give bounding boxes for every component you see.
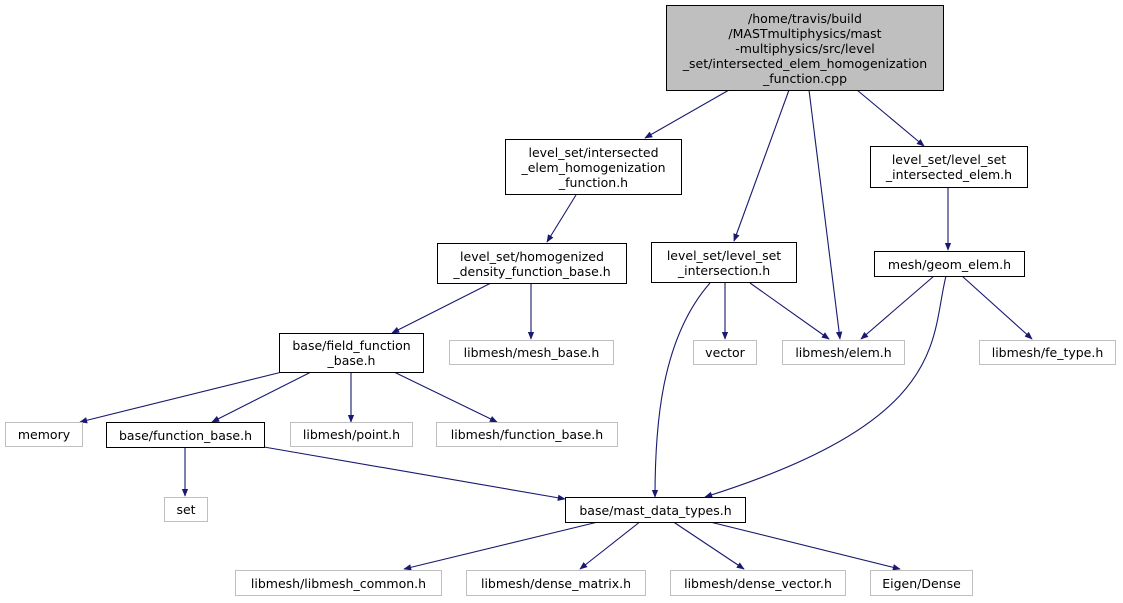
node-root-file[interactable]: /home/travis/build/MASTmultiphysics/mast…	[666, 5, 944, 91]
edge-root-elem	[808, 89, 843, 340]
node-base-function-base-h[interactable]: base/function_base.h	[106, 422, 265, 448]
node-libmesh-point-h[interactable]: libmesh/point.h	[290, 422, 413, 447]
edge-geom-elem	[860, 275, 935, 340]
edge-mdt-dvec	[671, 520, 745, 570]
edge-ffb-fb	[211, 371, 312, 423]
node-set[interactable]: set	[164, 497, 208, 522]
node-libmesh-dense-matrix-h[interactable]: libmesh/dense_matrix.h	[466, 570, 646, 596]
node-libmesh-function-base-h[interactable]: libmesh/function_base.h	[436, 422, 618, 447]
edge-hdfb-ffb	[391, 282, 492, 334]
edge-lsi-mdt	[651, 282, 711, 498]
node-eigen-dense[interactable]: Eigen/Dense	[870, 570, 973, 596]
node-level-set-intersection-h[interactable]: level_set/level_set_intersection.h	[651, 242, 797, 283]
edge-mdt-eigen	[705, 520, 901, 571]
node-base-mast-data-types-h[interactable]: base/mast_data_types.h	[565, 497, 746, 523]
edge-ieh-hdfb	[546, 194, 577, 243]
node-libmesh-libmesh-common-h[interactable]: libmesh/libmesh_common.h	[235, 570, 442, 596]
edge-mdt-common	[403, 520, 603, 571]
node-memory[interactable]: memory	[5, 422, 83, 447]
edge-ffb-memory	[79, 371, 283, 424]
node-level-set-intersected-elem-h[interactable]: level_set/level_set_intersected_elem.h	[870, 146, 1028, 188]
edge-ffb-lfb	[393, 371, 498, 423]
node-intersected-elem-homogenization-function-h[interactable]: level_set/intersected_elem_homogenizatio…	[505, 139, 682, 195]
node-field-function-base-h[interactable]: base/field_function_base.h	[279, 333, 424, 373]
node-libmesh-elem-h[interactable]: libmesh/elem.h	[782, 340, 905, 365]
node-homogenized-density-function-base-h[interactable]: level_set/homogenized_density_function_b…	[437, 243, 627, 284]
node-libmesh-fe-type-h[interactable]: libmesh/fe_type.h	[979, 340, 1116, 365]
node-geom-elem-h[interactable]: mesh/geom_elem.h	[874, 251, 1025, 277]
edge-geom-mdt	[704, 275, 947, 498]
edge-root-ieh	[644, 89, 730, 139]
edge-root-lsie	[856, 89, 925, 147]
node-vector[interactable]: vector	[693, 340, 757, 365]
edge-lsi-elem	[749, 282, 830, 340]
edge-geom-fetype	[961, 275, 1033, 340]
node-libmesh-mesh-base-h[interactable]: libmesh/mesh_base.h	[449, 340, 614, 365]
edge-mdt-dmat	[579, 520, 642, 570]
edge-root-lsi	[733, 89, 790, 242]
node-libmesh-dense-vector-h[interactable]: libmesh/dense_vector.h	[670, 570, 846, 596]
edge-fb-mdt	[263, 446, 566, 501]
